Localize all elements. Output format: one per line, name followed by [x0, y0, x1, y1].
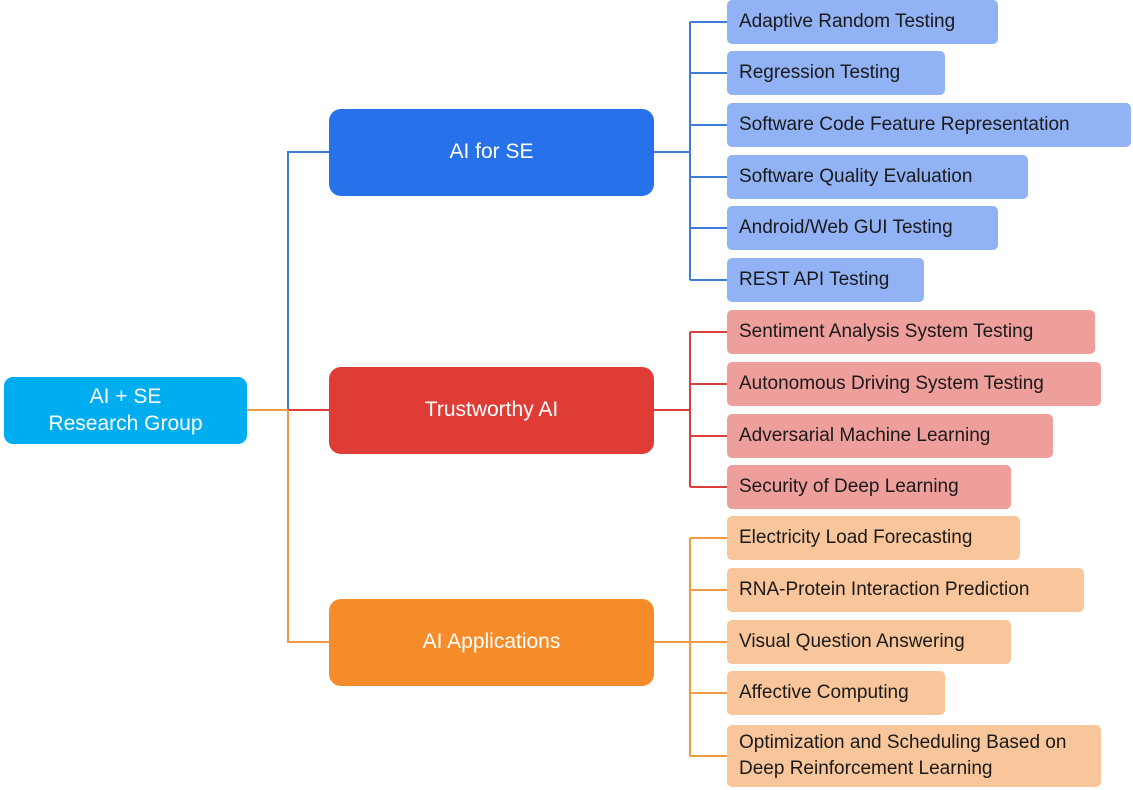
- topic-regression-testing: Regression Testing: [727, 51, 945, 95]
- branch-label: AI Applications: [422, 630, 561, 654]
- root-label-line2: Research Group: [48, 411, 203, 435]
- topic-autonomous-driving-system-testing: Autonomous Driving System Testing: [727, 362, 1101, 406]
- root-label-line1: AI + SE: [89, 385, 162, 409]
- topic-rna-protein-interaction-prediction: RNA-Protein Interaction Prediction: [727, 568, 1084, 612]
- topic-adaptive-random-testing: Adaptive Random Testing: [727, 0, 998, 44]
- root-node: AI + SE Research Group: [4, 377, 247, 444]
- branch-ai-for-se: AI for SE: [329, 109, 654, 196]
- topic-visual-question-answering: Visual Question Answering: [727, 620, 1011, 664]
- connector-root-ai-for-se: [287, 151, 329, 410]
- topic-android-web-gui-testing: Android/Web GUI Testing: [727, 206, 998, 250]
- topic-software-quality-evaluation: Software Quality Evaluation: [727, 155, 1028, 199]
- topic-electricity-load-forecasting: Electricity Load Forecasting: [727, 516, 1020, 560]
- branch-label: AI for SE: [449, 140, 534, 164]
- topic-optimization-and-scheduling-drl: Optimization and Scheduling Based on Dee…: [727, 725, 1101, 787]
- topic-software-code-feature-representation: Software Code Feature Representation: [727, 103, 1131, 147]
- branch-label: Trustworthy AI: [424, 398, 559, 422]
- connector-root-ai-applications: [287, 410, 329, 643]
- topic-adversarial-machine-learning: Adversarial Machine Learning: [727, 414, 1053, 458]
- topic-sentiment-analysis-system-testing: Sentiment Analysis System Testing: [727, 310, 1095, 354]
- branch-trustworthy-ai: Trustworthy AI: [329, 367, 654, 454]
- branch-ai-applications: AI Applications: [329, 599, 654, 686]
- topic-rest-api-testing: REST API Testing: [727, 258, 924, 302]
- topic-security-of-deep-learning: Security of Deep Learning: [727, 465, 1011, 509]
- topic-affective-computing: Affective Computing: [727, 671, 945, 715]
